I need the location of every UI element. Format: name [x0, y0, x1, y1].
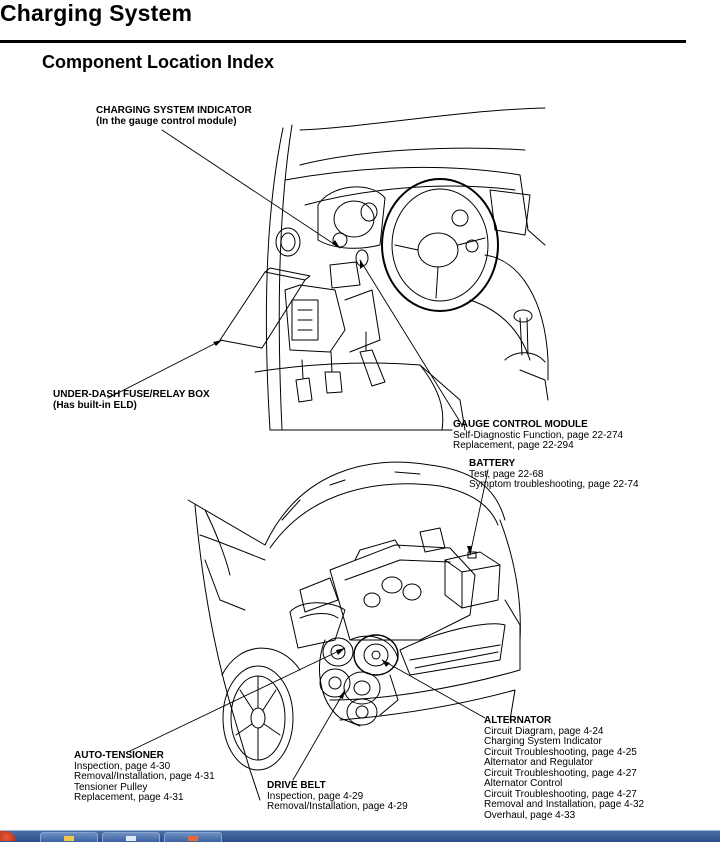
title-rule — [0, 40, 686, 43]
callout-ref-line[interactable]: Circuit Troubleshooting, page 4-27 — [484, 767, 637, 779]
callout-ref-line[interactable]: Circuit Troubleshooting, page 4-25 — [484, 746, 637, 758]
callout-under-dash-fuse-box: UNDER-DASH FUSE/RELAY BOX (Has built-in … — [53, 389, 210, 411]
callout-ref-line[interactable]: Replacement, page 4-31 — [74, 792, 184, 803]
callout-charging-system-indicator: CHARGING SYSTEM INDICATOR (In the gauge … — [96, 105, 252, 127]
callout-heading: CHARGING SYSTEM INDICATOR — [96, 105, 252, 116]
engine-bay-drawing — [187, 461, 521, 801]
page-title: Charging System — [0, 0, 193, 26]
callout-battery: BATTERY Test, page 22-68 Symptom trouble… — [469, 458, 639, 491]
callout-ref-line[interactable]: Inspection, page 4-29 — [267, 790, 364, 802]
taskbar-app-button[interactable] — [102, 832, 160, 842]
callout-subheading: (In the gauge control module) — [96, 115, 237, 127]
callout-ref-line[interactable]: Test, page 22-68 — [469, 468, 544, 480]
callout-ref-line[interactable]: Replacement, page 22-294 — [453, 440, 574, 451]
taskbar-app-button[interactable] — [164, 832, 222, 842]
callout-heading: UNDER-DASH FUSE/RELAY BOX — [53, 389, 210, 400]
dashboard-drawing — [219, 107, 549, 431]
callout-heading: ALTERNATOR — [484, 715, 552, 726]
callout-ref-line[interactable]: Symptom troubleshooting, page 22-74 — [469, 479, 639, 490]
taskbar-app-button[interactable] — [40, 832, 98, 842]
callout-ref-line: Alternator Control — [484, 778, 563, 789]
start-button[interactable] — [0, 831, 16, 841]
callout-ref-line: Charging System Indicator — [484, 736, 602, 747]
callout-ref-line[interactable]: Removal/Installation, page 4-31 — [74, 771, 215, 782]
section-title: Component Location Index — [42, 52, 274, 72]
callout-ref-line[interactable]: Self-Diagnostic Function, page 22-274 — [453, 429, 624, 441]
callout-ref-line: Alternator and Regulator — [484, 757, 593, 768]
document-icon — [188, 836, 198, 841]
folder-icon — [64, 836, 74, 841]
callout-ref-line[interactable]: Circuit Diagram, page 4-24 — [484, 725, 604, 737]
callout-ref-line[interactable]: Overhaul, page 4-33 — [484, 809, 576, 821]
leader-lines — [107, 129, 489, 781]
window-icon — [126, 836, 136, 841]
callout-ref-line[interactable]: Removal/Installation, page 4-29 — [267, 801, 408, 812]
callout-subheading: (Has built-in ELD) — [53, 399, 137, 411]
callout-alternator: ALTERNATOR Circuit Diagram, page 4-24 Ch… — [484, 715, 645, 821]
callout-heading: BATTERY — [469, 458, 516, 469]
callout-ref-line[interactable]: Circuit Troubleshooting, page 4-27 — [484, 788, 637, 800]
callout-ref-line[interactable]: Removal and Installation, page 4-32 — [484, 799, 645, 810]
callout-heading: DRIVE BELT — [267, 780, 326, 791]
callout-drive-belt: DRIVE BELT Inspection, page 4-29 Removal… — [267, 780, 408, 813]
callout-heading: AUTO-TENSIONER — [74, 750, 164, 761]
callout-ref-line: Tensioner Pulley — [74, 781, 148, 793]
callout-gauge-control-module: GAUGE CONTROL MODULE Self-Diagnostic Fun… — [453, 419, 624, 452]
callout-ref-line[interactable]: Inspection, page 4-30 — [74, 760, 171, 772]
callout-heading: GAUGE CONTROL MODULE — [453, 419, 588, 430]
callout-auto-tensioner: AUTO-TENSIONER Inspection, page 4-30 Rem… — [74, 750, 215, 804]
